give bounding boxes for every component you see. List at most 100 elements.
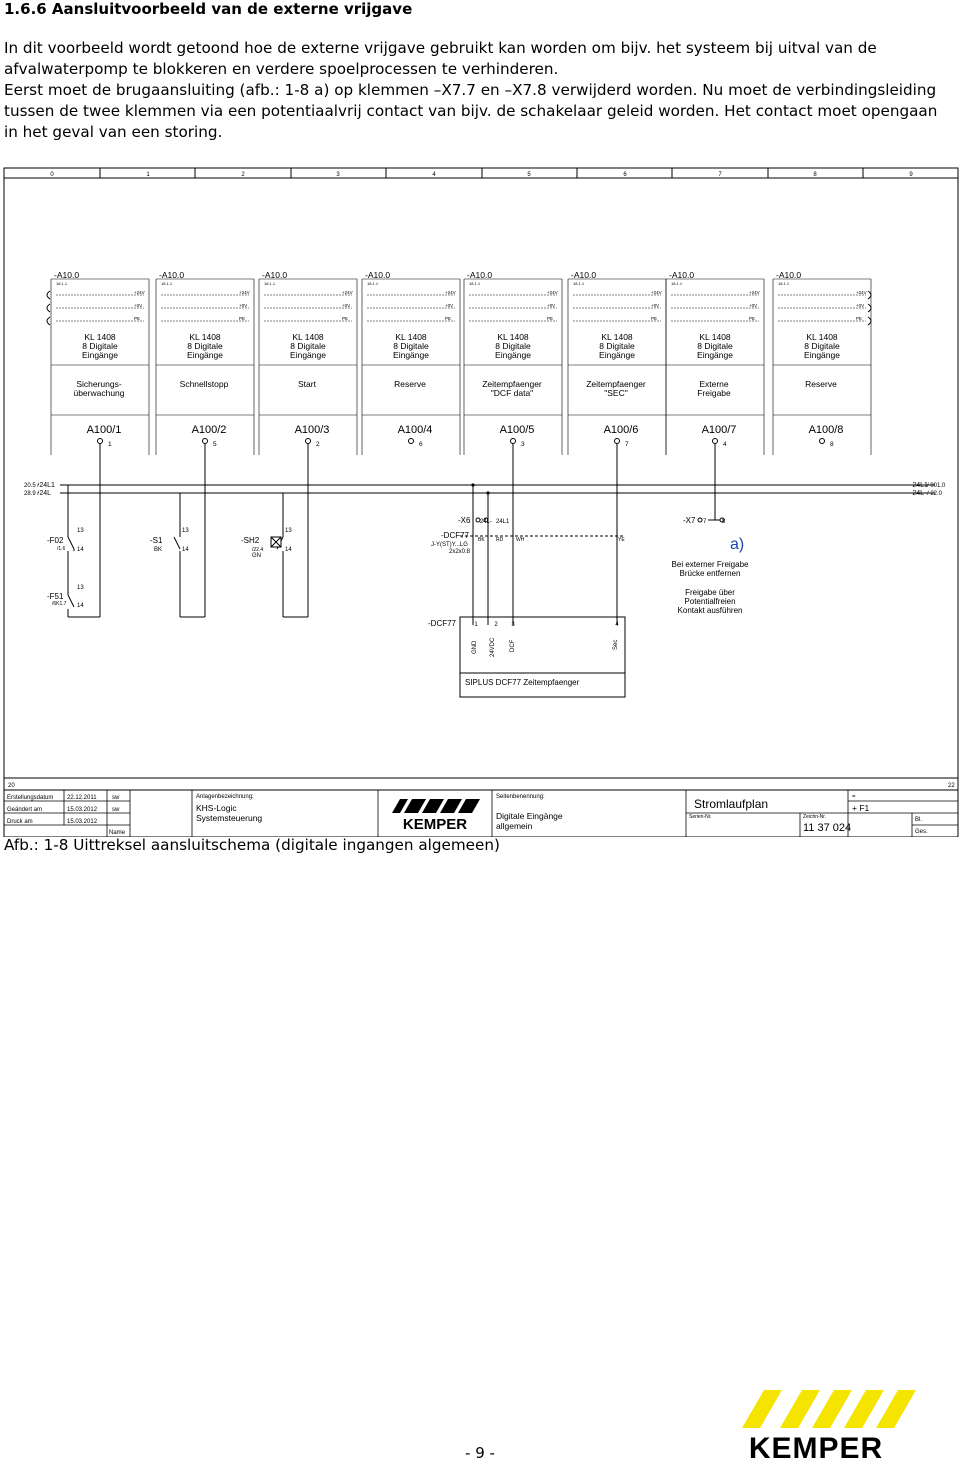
module-terminal: A100/4 [398, 424, 433, 436]
svg-text:Bei externer Freigabe: Bei externer Freigabe [672, 560, 749, 569]
titleblock-logo: KEMPER [392, 799, 480, 833]
module-function: Zeitempfaenger [482, 379, 542, 389]
module-type: KL 1408 [395, 332, 427, 342]
svg-text:Brücke entfernen: Brücke entfernen [680, 569, 741, 578]
x6-ref: -X6 [458, 516, 471, 525]
x7-ref: -X7 [683, 516, 696, 525]
section-heading: 1.6.6 Aansluitvoorbeeld van de externe v… [4, 0, 413, 18]
svg-text:überwachung: überwachung [73, 388, 124, 398]
module-ref: -A10.0 [467, 270, 492, 280]
svg-text:sw: sw [112, 795, 120, 801]
svg-text:24L1: 24L1 [496, 519, 510, 525]
svg-text:RD: RD [496, 537, 504, 543]
svg-text:+0V: +0V [651, 303, 659, 308]
svg-text:22: 22 [948, 783, 955, 789]
svg-text:PE: PE [342, 316, 348, 321]
bus-label-l: -24L [37, 490, 51, 497]
svg-text:PE: PE [239, 316, 245, 321]
intro-paragraph-2: Eerst moet de brugaansluiting (afb.: 1-8… [4, 81, 938, 141]
dcf-cable-ref: -DCF77 [441, 531, 470, 540]
svg-text:"SEC": "SEC" [604, 388, 628, 398]
svg-text:20.5 /: 20.5 / [24, 483, 39, 489]
note-a-marker: a) [730, 536, 744, 553]
svg-text:8 Digitale: 8 Digitale [697, 341, 733, 351]
svg-text:Geändert am: Geändert am [7, 807, 42, 813]
module-pin: 5 [213, 441, 217, 448]
wiring-schematic: 0 1 2 3 4 5 6 7 8 9 -A10.018.1.1+24V+0VP… [3, 167, 959, 837]
svg-text:PE: PE [547, 316, 553, 321]
svg-text:Eingänge: Eingänge [290, 350, 326, 360]
svg-text:1: 1 [474, 622, 478, 628]
bus-label-l-right: -24L [910, 490, 924, 497]
module-ref: -A10.0 [262, 270, 287, 280]
svg-text:Eingänge: Eingänge [187, 350, 223, 360]
svg-text:+24V: +24V [445, 290, 456, 295]
svg-text:+24V: +24V [547, 290, 558, 295]
svg-text:4: 4 [615, 622, 619, 628]
module-function: Zeitempfaenger [586, 379, 646, 389]
svg-text:PE: PE [445, 316, 451, 321]
svg-text:7: 7 [703, 519, 707, 525]
svg-text:18.1.1: 18.1.1 [264, 281, 276, 286]
svg-text:8 Digitale: 8 Digitale [495, 341, 531, 351]
svg-text:+0V: +0V [749, 303, 757, 308]
module-type: KL 1408 [806, 332, 838, 342]
ruler-label: 1 [146, 172, 150, 178]
module-type: KL 1408 [699, 332, 731, 342]
svg-text:8: 8 [722, 519, 726, 525]
module-pin: 8 [830, 441, 834, 448]
ruler-label: 6 [623, 172, 627, 178]
svg-text:+0V: +0V [445, 303, 453, 308]
s1-ref: -S1 [150, 536, 163, 545]
svg-text:/ 22.0: / 22.0 [927, 491, 943, 497]
svg-text:+24V: +24V [749, 290, 760, 295]
svg-text:KHS-Logic: KHS-Logic [196, 803, 237, 813]
svg-text:8 Digitale: 8 Digitale [393, 341, 429, 351]
svg-text:18.1.1: 18.1.1 [671, 281, 683, 286]
svg-text:8 Digitale: 8 Digitale [599, 341, 635, 351]
svg-text:20: 20 [8, 783, 15, 789]
svg-text:+0V: +0V [342, 303, 350, 308]
intro-text: In dit voorbeeld wordt getoond hoe de ex… [4, 38, 954, 143]
svg-text:Eingänge: Eingänge [599, 350, 635, 360]
svg-text:18.1.1: 18.1.1 [573, 281, 585, 286]
svg-text:Seitenbenennung:: Seitenbenennung: [496, 794, 545, 800]
svg-text:PE: PE [134, 316, 140, 321]
svg-text:Druck am: Druck am [7, 819, 33, 825]
ruler-label: 7 [718, 172, 722, 178]
svg-text:/1.6: /1.6 [57, 546, 66, 552]
module-function: Externe [699, 379, 729, 389]
svg-text:KEMPER: KEMPER [403, 816, 467, 833]
svg-text:BK: BK [154, 547, 162, 553]
module-function: Sicherungs- [76, 379, 122, 389]
svg-text:2x2x0.8: 2x2x0.8 [449, 549, 471, 555]
svg-text:DCF: DCF [510, 639, 516, 652]
svg-text:8 Digitale: 8 Digitale [804, 341, 840, 351]
module-pin: 7 [625, 441, 629, 448]
title-block [4, 790, 958, 837]
schematic-frame [3, 167, 959, 837]
dcf77-device [459, 616, 626, 698]
module-type: KL 1408 [84, 332, 116, 342]
svg-text:14: 14 [77, 547, 84, 553]
bus-label-l1-right: -24L1 [910, 482, 928, 489]
dcf77-device-name: SIPLUS DCF77 Zeitempfaenger [465, 678, 580, 687]
svg-text:PE: PE [651, 316, 657, 321]
svg-text:18.1.1: 18.1.1 [367, 281, 379, 286]
svg-text:Name: Name [109, 830, 126, 836]
ruler-label: 5 [527, 172, 531, 178]
svg-text:2: 2 [494, 622, 498, 628]
svg-text:BK: BK [478, 537, 485, 543]
svg-text:24VDC: 24VDC [490, 637, 496, 657]
document-type: Stromlaufplan [694, 797, 768, 811]
bridge-note: Bei externer Freigabe Brücke entfernen F… [672, 560, 749, 615]
svg-text:sw: sw [112, 807, 120, 813]
svg-text:14: 14 [77, 603, 84, 609]
module-function: Reserve [394, 379, 426, 389]
module-pin: 4 [723, 441, 727, 448]
svg-text:13: 13 [182, 528, 189, 534]
